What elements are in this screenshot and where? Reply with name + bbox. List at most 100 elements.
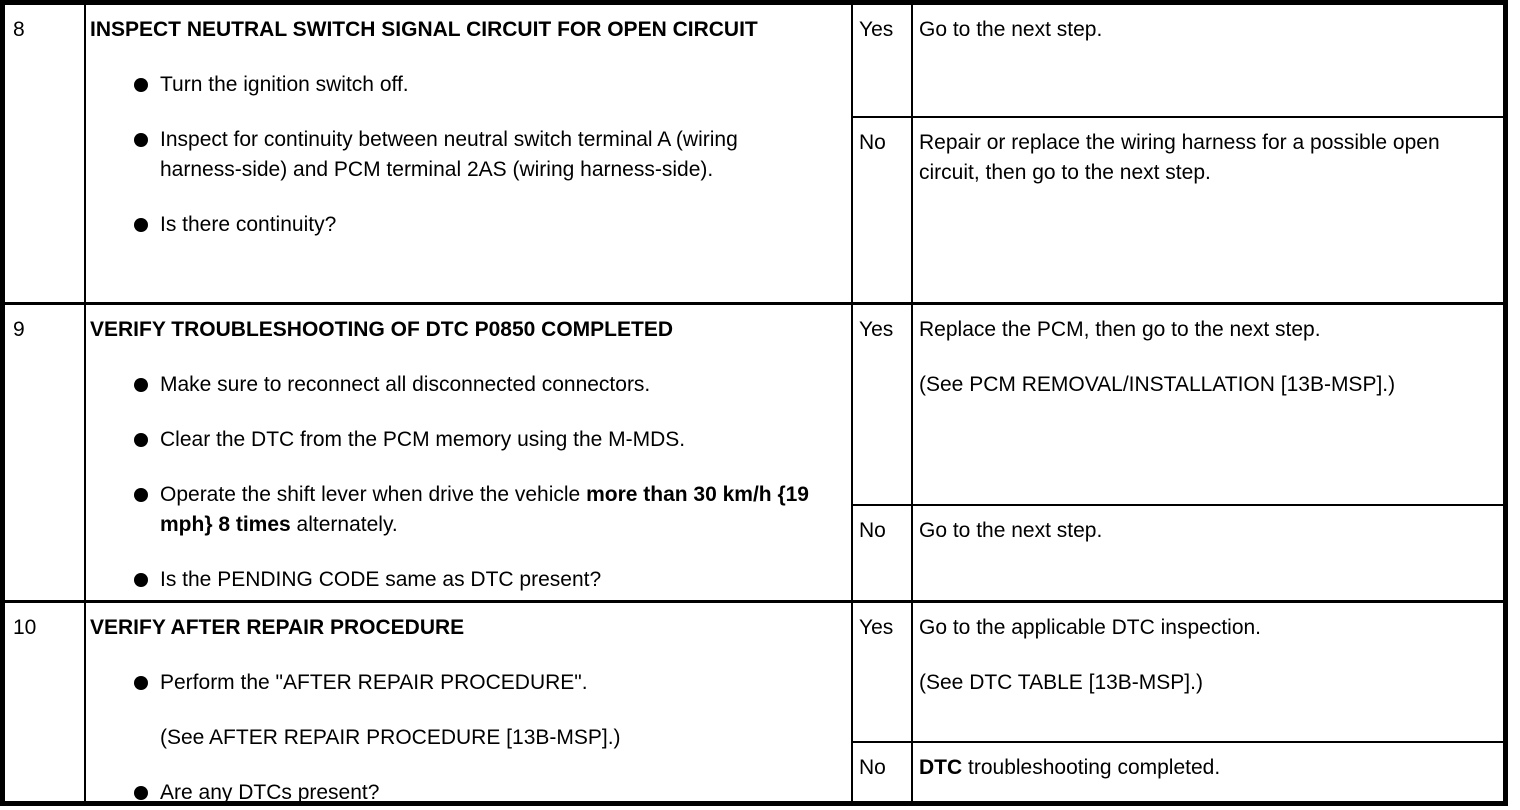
result-block: Yes Go to the applicable DTC inspection. (…: [853, 603, 1503, 801]
text-segment: Make sure to reconnect all disconnected …: [160, 373, 651, 396]
text-segment: (See PCM REMOVAL/INSTALLATION [13B-MSP].…: [919, 373, 1396, 396]
paragraph-text: Operate the shift lever when drive the v…: [160, 483, 809, 536]
flag-cell: Yes: [853, 603, 913, 741]
result-line: Replace the PCM, then go to the next ste…: [919, 315, 1483, 345]
result-line: (See PCM REMOVAL/INSTALLATION [13B-MSP].…: [919, 370, 1483, 400]
result-line: Go to the next step.: [919, 516, 1483, 546]
paragraph-text: Is there continuity?: [160, 213, 336, 236]
step-cell: 9: [5, 305, 86, 600]
yes-label: Yes: [859, 18, 894, 41]
text-segment: DTC: [919, 756, 963, 779]
text-segment: more than 30 km/h {19 mph} 8 times: [160, 483, 809, 536]
flag-cell: No: [853, 506, 913, 600]
result-line: Go to the applicable DTC inspection.: [919, 613, 1483, 643]
text-segment: Is there continuity?: [160, 213, 337, 236]
step-cell: 10: [5, 603, 86, 801]
bullet-dot-icon: [134, 218, 148, 232]
text-segment: Turn the ignition switch off.: [160, 73, 409, 96]
paragraph-text: (See AFTER REPAIR PROCEDURE [13B-MSP].): [160, 726, 621, 749]
text-segment: Inspect for continuity between neutral s…: [160, 128, 738, 181]
result-line: Go to the next step.: [919, 15, 1483, 45]
action-title: VERIFY AFTER REPAIR PROCEDURE: [90, 616, 465, 639]
action-title: INSPECT NEUTRAL SWITCH SIGNAL CIRCUIT FO…: [90, 18, 758, 41]
bullet-dot-icon: [134, 676, 148, 690]
flag-cell: Yes: [853, 5, 913, 116]
text-segment: Is the PENDING CODE same as DTC present?: [160, 568, 602, 591]
yes-subrow: Yes Go to the next step.: [853, 5, 1503, 118]
action-title: VERIFY TROUBLESHOOTING OF DTC P0850 COMP…: [90, 318, 674, 341]
flag-cell: No: [853, 743, 913, 801]
text-segment: (See AFTER REPAIR PROCEDURE [13B-MSP].): [160, 726, 621, 749]
result-cell: Go to the applicable DTC inspection. (See…: [913, 603, 1503, 741]
no-label: No: [859, 519, 886, 542]
no-subrow: No Go to the next step.: [853, 506, 1503, 600]
action-bullet-item: Is the PENDING CODE same as DTC present?: [90, 565, 811, 595]
action-bullet-item: Are any DTCs present?: [90, 778, 811, 801]
yes-subrow: Yes Replace the PCM, then go to the next …: [853, 305, 1503, 506]
no-label: No: [859, 131, 886, 154]
text-segment: Clear the DTC from the PCM memory using …: [160, 428, 686, 451]
text-segment: Go to the applicable DTC inspection.: [919, 616, 1262, 639]
result-cell: Replace the PCM, then go to the next ste…: [913, 305, 1503, 504]
text-segment: Go to the next step.: [919, 18, 1103, 41]
paragraph-text: Inspect for continuity between neutral s…: [160, 128, 738, 181]
result-cell: DTC troubleshooting completed.: [913, 743, 1503, 801]
bullet-dot-icon: [134, 78, 148, 92]
result-cell: Repair or replace the wiring harness for…: [913, 118, 1503, 302]
action-cell: INSPECT NEUTRAL SWITCH SIGNAL CIRCUIT FO…: [86, 5, 853, 302]
result-line: (See DTC TABLE [13B-MSP].): [919, 668, 1483, 698]
text-segment: Operate the shift lever when drive the v…: [160, 483, 587, 506]
result-cell: Go to the next step.: [913, 506, 1503, 600]
result-line: Repair or replace the wiring harness for…: [919, 128, 1483, 188]
flag-cell: No: [853, 118, 913, 302]
paragraph-text: Clear the DTC from the PCM memory using …: [160, 428, 685, 451]
no-subrow: No DTC troubleshooting completed.: [853, 743, 1503, 801]
text-segment: troubleshooting completed.: [962, 756, 1221, 779]
bullet-dot-icon: [134, 488, 148, 502]
step-number: 10: [13, 616, 37, 639]
paragraph-text: Perform the "AFTER REPAIR PROCEDURE".: [160, 671, 588, 694]
text-segment: Are any DTCs present?: [160, 781, 380, 801]
text-segment: (See DTC TABLE [13B-MSP].): [919, 671, 1203, 694]
bullet-dot-icon: [134, 786, 148, 800]
step-number: 9: [13, 318, 25, 341]
action-bullet-item: Inspect for continuity between neutral s…: [90, 125, 811, 185]
yes-label: Yes: [859, 616, 894, 639]
table-row: 10 VERIFY AFTER REPAIR PROCEDURE Perform t…: [5, 603, 1503, 801]
result-line: DTC troubleshooting completed.: [919, 753, 1483, 783]
action-bullet-item: Operate the shift lever when drive the v…: [90, 480, 811, 540]
action-bullet-item: Turn the ignition switch off.: [90, 70, 811, 100]
flag-cell: Yes: [853, 305, 913, 504]
text-segment: Repair or replace the wiring harness for…: [919, 131, 1440, 184]
action-bullet-item: Make sure to reconnect all disconnected …: [90, 370, 811, 400]
no-subrow: No Repair or replace the wiring harness f…: [853, 118, 1503, 302]
paragraph-text: Turn the ignition switch off.: [160, 73, 409, 96]
step-cell: 8: [5, 5, 86, 302]
no-label: No: [859, 756, 886, 779]
result-cell: Go to the next step.: [913, 5, 1503, 116]
step-number: 8: [13, 18, 25, 41]
result-block: Yes Replace the PCM, then go to the next …: [853, 305, 1503, 600]
table-row: 9 VERIFY TROUBLESHOOTING OF DTC P0850 COM…: [5, 305, 1503, 603]
result-block: Yes Go to the next step. No Repair or repla…: [853, 5, 1503, 302]
action-bullet-item: Is there continuity?: [90, 210, 811, 240]
action-cell: VERIFY AFTER REPAIR PROCEDURE Perform the…: [86, 603, 853, 801]
bullet-dot-icon: [134, 433, 148, 447]
paragraph-text: Are any DTCs present?: [160, 781, 379, 801]
action-note: (See AFTER REPAIR PROCEDURE [13B-MSP].): [90, 723, 811, 753]
text-segment: Go to the next step.: [919, 519, 1103, 542]
text-segment: Replace the PCM, then go to the next ste…: [919, 318, 1321, 341]
action-bullet-item: Clear the DTC from the PCM memory using …: [90, 425, 811, 455]
bullet-dot-icon: [134, 573, 148, 587]
paragraph-text: Is the PENDING CODE same as DTC present?: [160, 568, 601, 591]
bullet-dot-icon: [134, 378, 148, 392]
yes-label: Yes: [859, 318, 894, 341]
table-row: 8 INSPECT NEUTRAL SWITCH SIGNAL CIRCUIT F…: [5, 5, 1503, 305]
text-segment: alternately.: [290, 513, 398, 536]
yes-subrow: Yes Go to the applicable DTC inspection. (…: [853, 603, 1503, 743]
action-cell: VERIFY TROUBLESHOOTING OF DTC P0850 COMP…: [86, 305, 853, 600]
text-segment: Perform the "AFTER REPAIR PROCEDURE".: [160, 671, 588, 694]
action-bullet-item: Perform the "AFTER REPAIR PROCEDURE".: [90, 668, 811, 698]
